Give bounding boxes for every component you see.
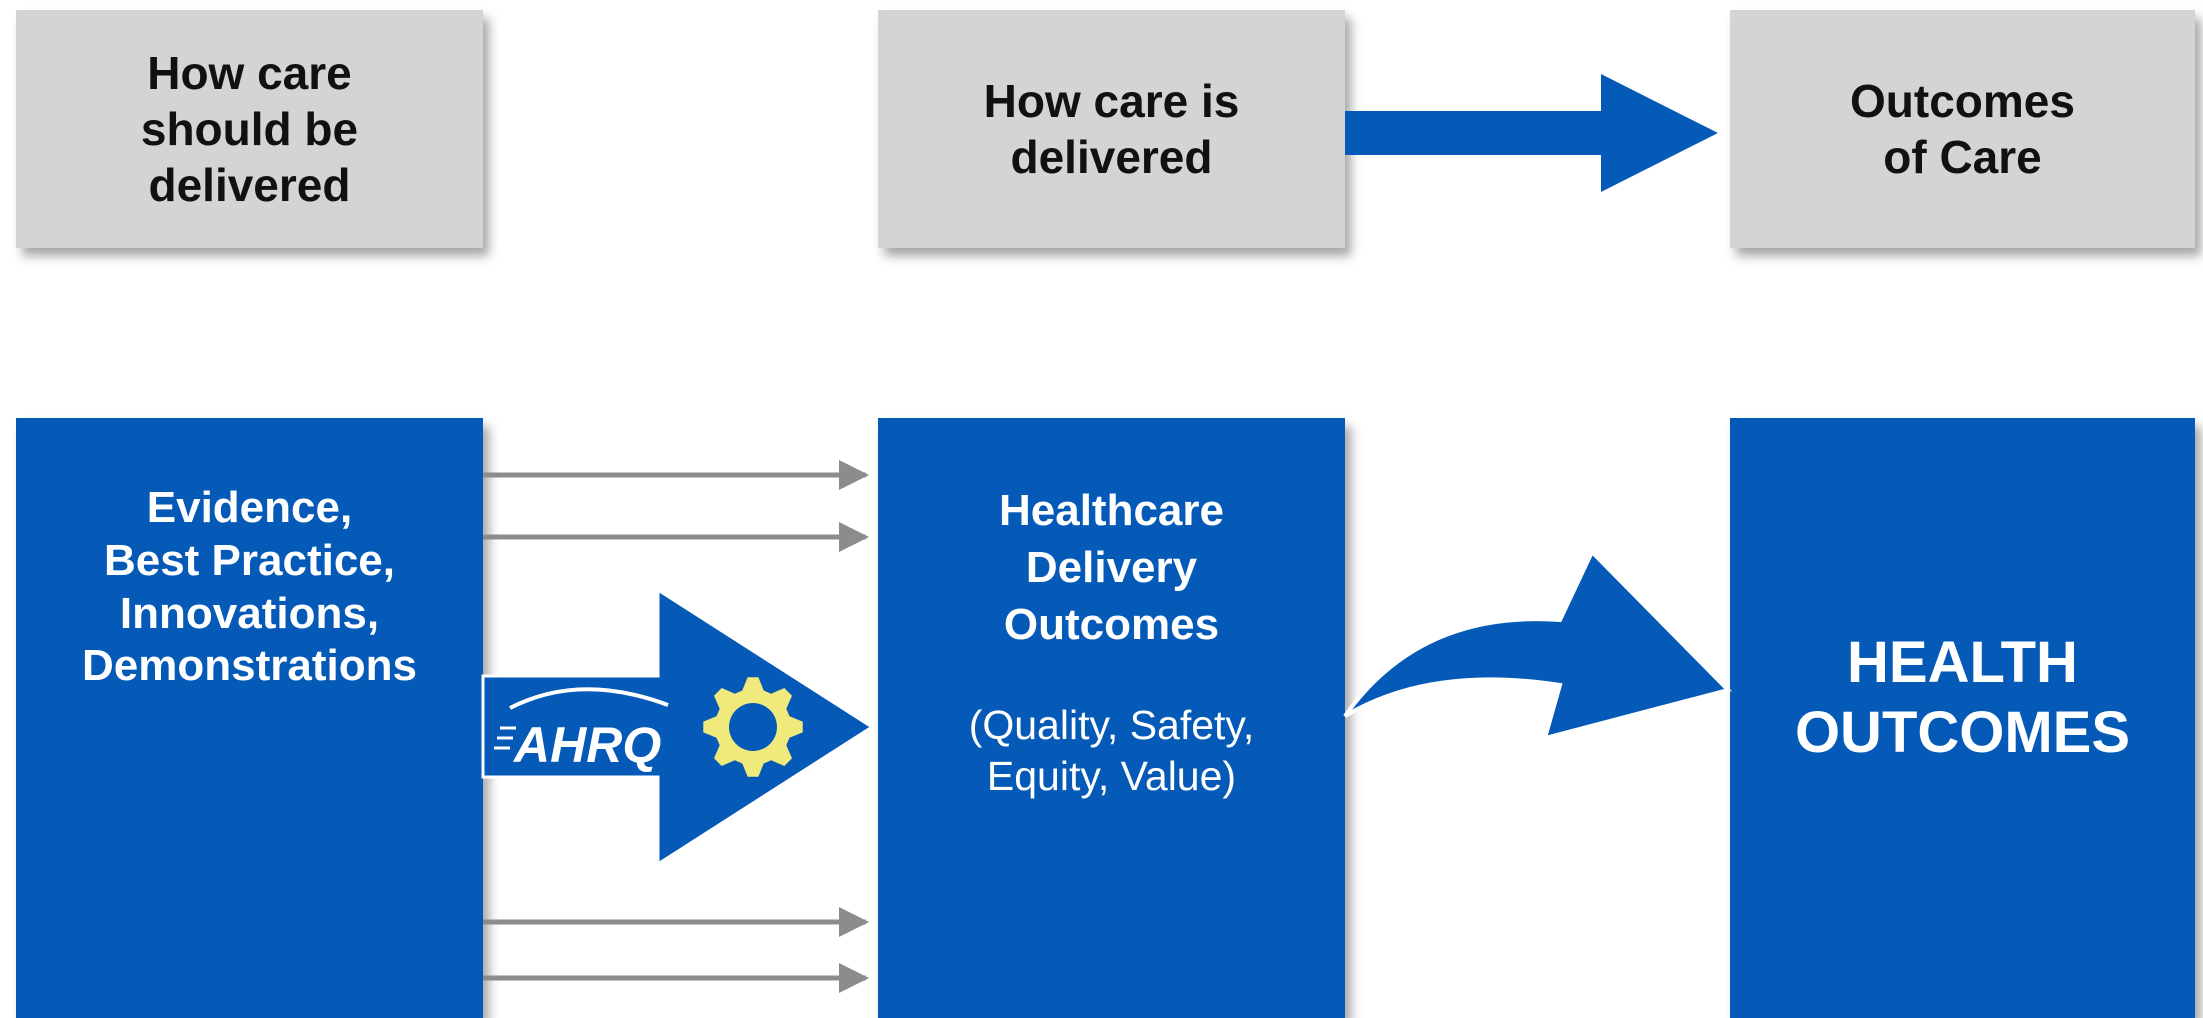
header-box-should-be: How care should be delivered <box>16 10 483 248</box>
health-outcomes-label: HEALTH OUTCOMES <box>1794 630 2131 765</box>
header-box-outcomes-of-care-label: Outcomes of Care <box>1850 74 2075 183</box>
delivery-box-subtitle: (Quality, Safety, Equity, Value) <box>968 701 1255 800</box>
evidence-box-label: Evidence, Best Practice, Innovations, De… <box>82 483 417 691</box>
top-blue-arrow <box>1345 74 1718 192</box>
header-box-outcomes-of-care: Outcomes of Care <box>1730 10 2195 248</box>
gear-hole <box>729 703 777 751</box>
delivery-box: Healthcare Delivery Outcomes (Quality, S… <box>878 418 1345 1018</box>
header-box-is-delivered: How care is delivered <box>878 10 1345 248</box>
delivery-box-title: Healthcare Delivery Outcomes <box>998 486 1224 650</box>
health-outcomes-box: HEALTH OUTCOMES <box>1730 418 2195 1018</box>
center-blue-arrow <box>481 587 875 867</box>
header-box-is-delivered-label: How care is delivered <box>983 74 1240 183</box>
evidence-box: Evidence, Best Practice, Innovations, De… <box>16 418 483 1018</box>
header-box-should-be-label: How care should be delivered <box>140 46 359 212</box>
curved-blue-arrow <box>1343 548 1732 741</box>
ahrq-logo: AHRQ <box>494 687 669 773</box>
gear-icon <box>703 677 803 777</box>
ahrq-swoosh-icon <box>509 687 669 710</box>
ahrq-logo-text: AHRQ <box>512 717 661 773</box>
